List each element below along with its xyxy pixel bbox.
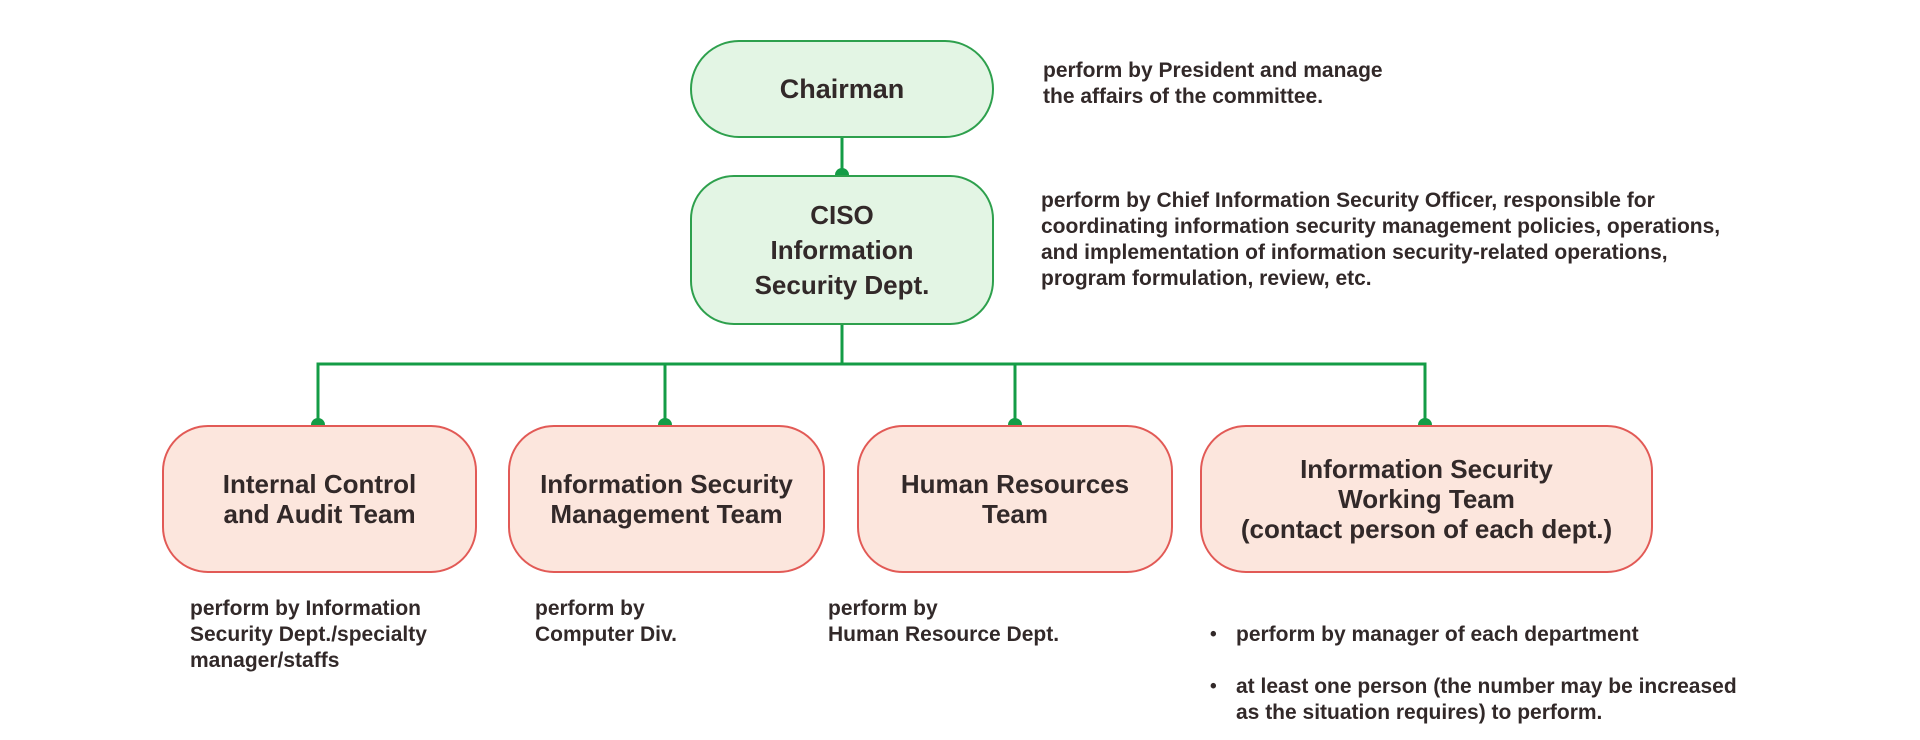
note-human-resources-team: perform by Human Resource Dept. (828, 597, 1060, 646)
working-team-note-item: • perform by manager of each department (1206, 622, 1737, 648)
node-human-resources-team-label: Human Resources Team (900, 469, 1130, 529)
node-infosec-working-team-label: Information Security Working Team (conta… (1240, 454, 1613, 544)
node-infosec-working-team: Information Security Working Team (conta… (1200, 425, 1653, 573)
note-infosec-management-team: perform by Computer Div. (535, 597, 677, 646)
working-team-note-text: perform by manager of each department (1236, 623, 1639, 646)
bullet-icon: • (1210, 624, 1217, 645)
node-infosec-management-team: Information Security Management Team (508, 425, 825, 573)
bullet-icon: • (1210, 676, 1217, 697)
note-ciso: perform by Chief Information Security Of… (1041, 189, 1721, 290)
node-internal-control-audit-team: Internal Control and Audit Team (162, 425, 477, 573)
node-infosec-management-team-label: Information Security Management Team (540, 469, 793, 529)
note-chairman: perform by President and manage the affa… (1043, 59, 1383, 108)
note-infosec-working-team: • perform by manager of each department … (1206, 596, 1737, 740)
working-team-note-item: • at least one person (the number may be… (1206, 674, 1737, 726)
node-ciso-label: CISO Information Security Dept. (754, 199, 930, 300)
connector-horizontal-bus (316, 362, 1427, 425)
node-ciso: CISO Information Security Dept. (690, 175, 994, 325)
working-team-note-text: at least one person (the number may be i… (1236, 675, 1737, 724)
node-human-resources-team: Human Resources Team (857, 425, 1173, 573)
note-internal-control-audit-team: perform by Information Security Dept./sp… (190, 597, 427, 672)
node-internal-control-audit-team-label: Internal Control and Audit Team (222, 469, 417, 529)
node-chairman-label: Chairman (779, 73, 905, 104)
node-chairman: Chairman (690, 40, 994, 138)
